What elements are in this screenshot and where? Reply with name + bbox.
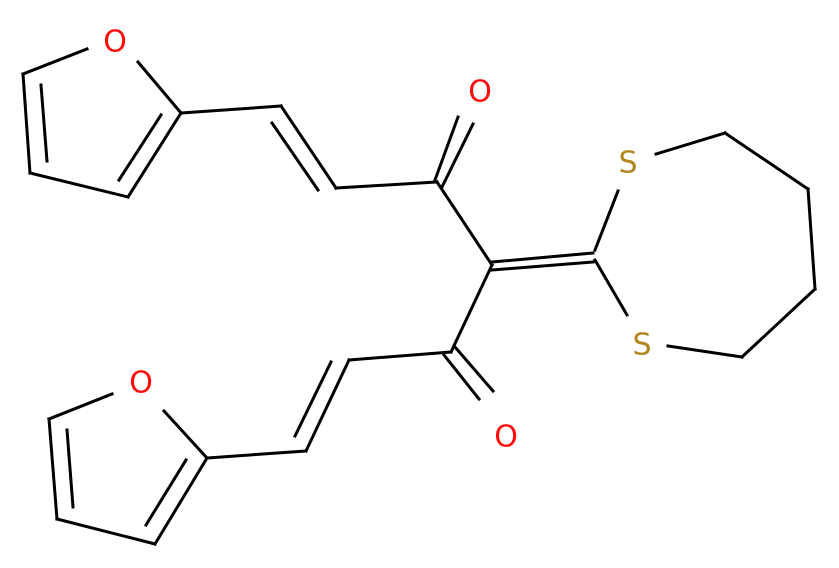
- bond-line: [490, 251, 595, 264]
- bond-line: [278, 103, 339, 191]
- bond-line: [21, 72, 32, 175]
- bond-line: [65, 428, 75, 509]
- atom-label-oxygen-carbonyl-top: O: [468, 75, 492, 110]
- bond-line: [739, 286, 818, 360]
- bond-line: [179, 104, 283, 115]
- bond-line: [135, 59, 184, 116]
- bond-line: [434, 179, 495, 268]
- bond-line: [28, 171, 130, 199]
- bond-line: [666, 344, 744, 359]
- bond-line: [806, 187, 817, 291]
- bond-line: [722, 130, 811, 192]
- atom-label-oxygen-furan-bottom: O: [129, 366, 153, 401]
- bond-line: [347, 350, 453, 362]
- bond-line: [143, 457, 189, 528]
- bond-line: [205, 449, 308, 460]
- bond-line: [593, 189, 620, 252]
- bond-line: [47, 392, 114, 421]
- bond-lines: [21, 47, 818, 547]
- bond-line: [125, 110, 184, 200]
- bond-line: [433, 115, 460, 182]
- bond-line: [334, 180, 439, 190]
- bond-line: [161, 408, 210, 461]
- bond-line: [304, 358, 351, 453]
- bond-line: [452, 344, 496, 394]
- bond-line: [21, 47, 89, 76]
- bond-line: [439, 121, 476, 190]
- bond-line: [441, 352, 482, 402]
- bond-line: [116, 112, 164, 183]
- bond-line: [490, 260, 595, 272]
- atom-label-sulfur-bottom: S: [632, 328, 651, 363]
- bond-line: [292, 359, 334, 439]
- atom-labels: O O S S O O: [103, 25, 651, 455]
- bond-line: [39, 83, 49, 163]
- atom-label-oxygen-furan-top: O: [103, 25, 127, 60]
- bond-line: [47, 417, 59, 521]
- bond-line: [55, 517, 157, 546]
- bond-line: [269, 120, 321, 193]
- bond-line: [449, 263, 494, 354]
- atom-label-sulfur-top: S: [618, 146, 637, 181]
- bond-line: [152, 455, 210, 547]
- bond-line: [592, 257, 630, 318]
- bond-line: [654, 131, 727, 156]
- atom-label-oxygen-carbonyl-bottom: O: [494, 420, 518, 455]
